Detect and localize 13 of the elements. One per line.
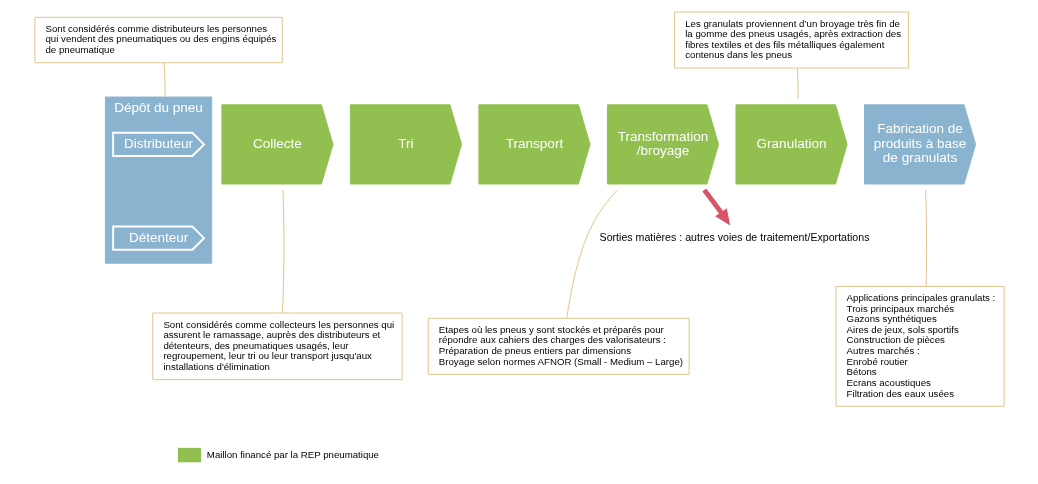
legend-label: Maillon financé par la REP pneumatique	[206, 448, 379, 460]
connector	[281, 189, 284, 314]
node-box: Les granulats proviennent d’un broyage très fin de la gomme des pneus usagés, après extraction des fibres textiles et des fils métalliques également contenus dans les pneus	[673, 11, 909, 69]
node-box: Etapes où les pneus y sont stockés et préparés pour répondre aux cahiers des charges des valorisateurs : Préparation de pneus entiers par dimensions Broyage selon normes AFNOR (Small - Medium – Large)	[427, 317, 690, 375]
node-text: Sorties matières : autres voies de traitement/Exportations	[599, 230, 869, 243]
connector	[565, 189, 618, 319]
arrow	[701, 188, 730, 226]
node-box: Applications principales granulats : Trois principaux marchés Gazons synthétiques Aires de jeux, sols sportifs Construction de pièces Autres marchés : Enrobé routier Bétons Ecrans acoustiques Filtration des eaux usées	[835, 285, 1005, 407]
connector	[163, 62, 166, 98]
connector	[796, 67, 799, 100]
connector	[924, 189, 927, 287]
node-box: Sont considérés comme collecteurs les personnes qui assurent le ramassage, auprès des distributeurs et détenteurs, des pneumatiques usagés, leur regroupement, leur tri ou leur transport jusqu'aux installations d'élimination	[151, 312, 403, 381]
node-box: Sont considérés comme distributeurs les personnes qui vendent des pneumatiques ou des engins équipés de pneumatique	[33, 16, 283, 64]
